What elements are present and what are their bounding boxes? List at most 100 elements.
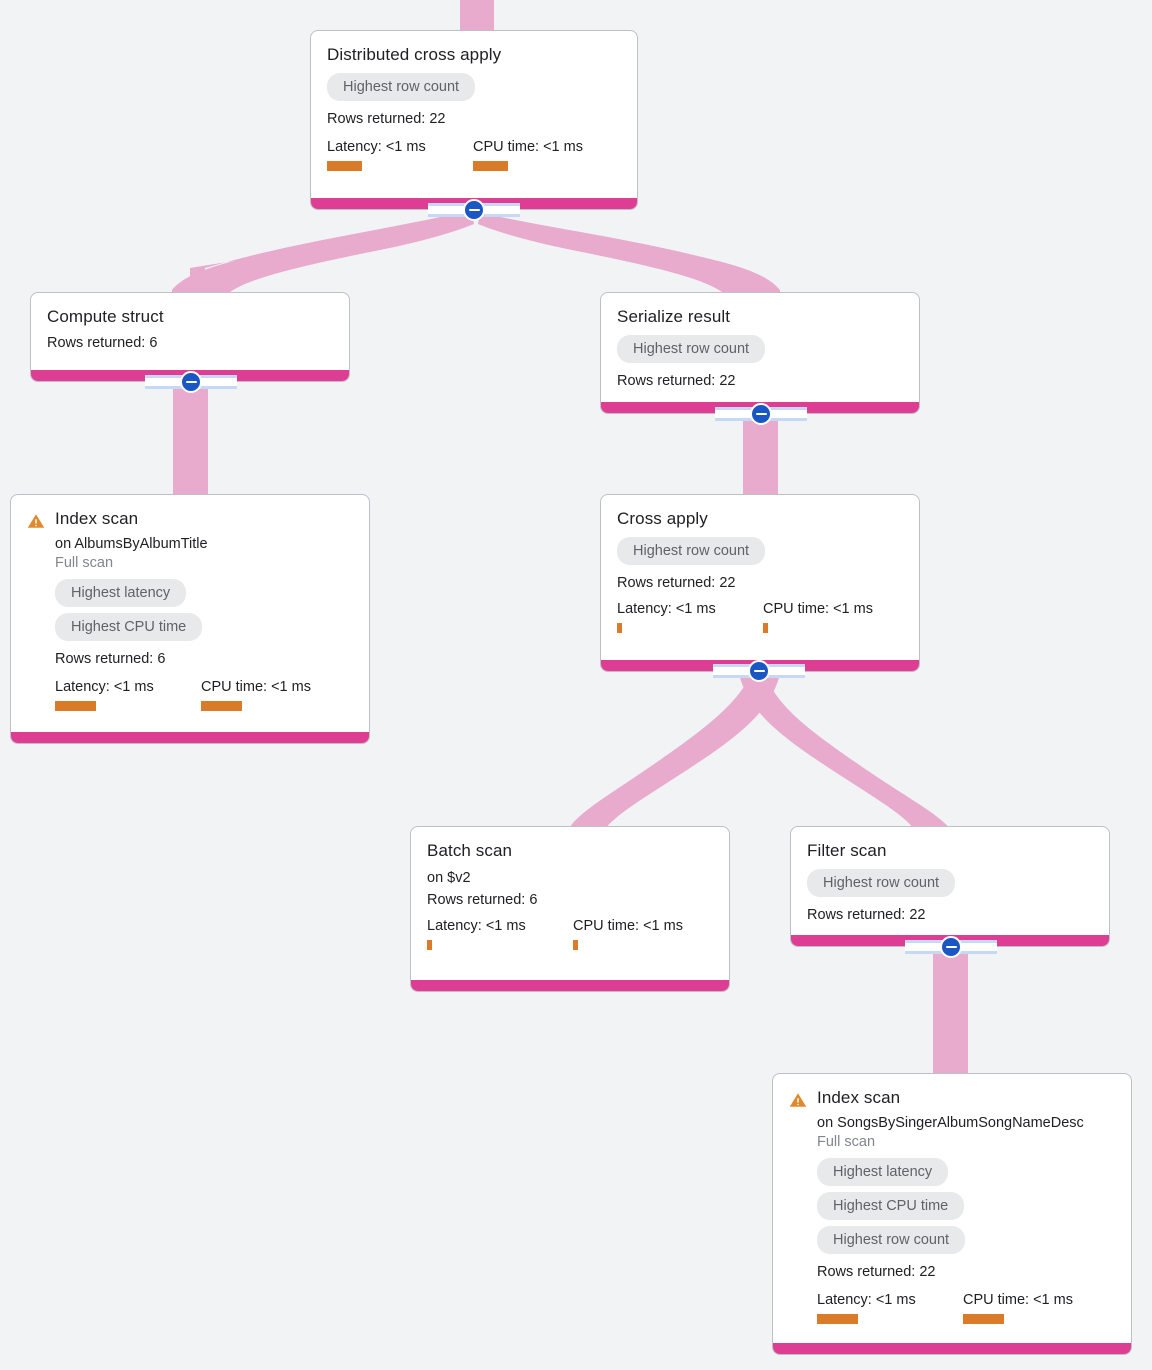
edge-cross-apply-to-batch-scan-2 [568,670,780,830]
plan-node-batch-scan[interactable]: Batch scan on $v2 Rows returned: 6 Laten… [410,826,730,992]
collapse-toggle-cross-apply[interactable] [713,659,805,683]
metric-cpu-time-bar [573,940,578,950]
node-rows-returned: Rows returned: 22 [807,907,926,923]
node-header: Index scan [27,508,353,530]
edge-root-to-compute-struct [190,210,470,292]
edge-cross-apply-to-filter-scan [739,670,951,830]
metric-latency-bar [327,161,362,171]
badge-highest-latency: Highest latency [817,1158,949,1186]
plan-node-index-scan-songs[interactable]: Index scan on SongsBySingerAlbumSongName… [772,1073,1132,1355]
metric-latency-bar [55,701,96,711]
collapse-toggle-distributed-cross-apply[interactable] [428,198,520,222]
edge-inbound-root [460,0,494,30]
collapse-toggle-filter-scan[interactable] [905,935,997,959]
node-target: on AlbumsByAlbumTitle [55,536,208,552]
edge-compute-struct-to-index-scan [173,382,208,494]
minus-circle-icon [180,371,202,393]
node-rows-returned: Rows returned: 6 [47,335,158,351]
node-badges: Highest row count [617,335,903,369]
badge-highest-row-count: Highest row count [327,73,476,101]
badge-highest-row-count: Highest row count [807,869,956,897]
node-title: Distributed cross apply [327,45,502,64]
plan-node-filter-scan[interactable]: Filter scan Highest row count Rows retur… [790,826,1110,947]
metric-latency: Latency: <1 ms [55,678,201,711]
collapse-toggle-serialize-result[interactable] [715,402,807,426]
node-scan-type: Full scan [817,1134,876,1150]
node-body: Distributed cross apply Highest row coun… [311,31,637,187]
plan-node-cross-apply[interactable]: Cross apply Highest row count Rows retur… [600,494,920,672]
metric-latency-label: Latency: <1 ms [427,918,526,934]
collapse-toggle-compute-struct[interactable] [145,370,237,394]
node-metrics: Latency: <1 ms CPU time: <1 ms [327,138,621,171]
node-title: Index scan [817,1088,901,1107]
metric-latency-label: Latency: <1 ms [327,139,426,155]
node-target: on SongsBySingerAlbumSongNameDesc [817,1115,1084,1131]
node-footer-bar [11,732,369,743]
metric-cpu-time: CPU time: <1 ms [201,678,311,711]
warning-triangle-icon [789,1093,807,1107]
metric-cpu-time-bar [201,701,242,711]
edge-cross-apply-to-batch-scan [568,672,778,830]
node-body: Serialize result Highest row count Rows … [601,293,919,407]
node-badges: Highest latency Highest CPU time Highest… [817,1158,1115,1260]
node-scan-type: Full scan [55,555,114,571]
edge-root-to-serialize-ribbon [478,212,780,292]
minus-circle-icon [748,660,770,682]
edge-filter-scan-to-index-scan [933,947,968,1073]
badge-highest-row-count: Highest row count [617,335,766,363]
metric-cpu-time-bar [473,161,508,171]
node-title: Compute struct [47,307,164,326]
metric-cpu-time: CPU time: <1 ms [473,138,583,171]
node-metrics: Latency: <1 ms CPU time: <1 ms [427,917,713,950]
node-details: on SongsBySingerAlbumSongNameDesc Full s… [789,1113,1115,1324]
node-header: Index scan [789,1087,1115,1109]
node-rows-returned: Rows returned: 6 [55,651,166,667]
node-body: Compute struct Rows returned: 6 [31,293,349,369]
node-metrics: Latency: <1 ms CPU time: <1 ms [617,600,903,633]
node-header: Distributed cross apply [327,44,621,66]
node-badges: Highest row count [807,869,1093,903]
node-badges: Highest row count [617,537,903,571]
metric-cpu-time-bar [763,623,768,633]
metric-latency: Latency: <1 ms [327,138,473,171]
badge-highest-row-count: Highest row count [617,537,766,565]
metric-cpu-time-label: CPU time: <1 ms [201,679,311,695]
badge-highest-row-count: Highest row count [817,1226,966,1254]
plan-node-distributed-cross-apply[interactable]: Distributed cross apply Highest row coun… [310,30,638,210]
metric-latency: Latency: <1 ms [617,600,763,633]
node-rows-returned: Rows returned: 6 [427,892,538,908]
node-title: Batch scan [427,841,513,860]
node-metrics: Latency: <1 ms CPU time: <1 ms [55,678,353,711]
metric-latency: Latency: <1 ms [817,1291,963,1324]
metric-latency-bar [817,1314,858,1324]
minus-circle-icon [463,199,485,221]
node-rows-returned: Rows returned: 22 [617,373,736,389]
badge-highest-cpu-time: Highest CPU time [817,1192,965,1220]
plan-node-serialize-result[interactable]: Serialize result Highest row count Rows … [600,292,920,414]
node-footer-bar [773,1343,1131,1354]
plan-node-compute-struct[interactable]: Compute struct Rows returned: 6 [30,292,350,382]
metric-latency-label: Latency: <1 ms [617,601,716,617]
node-title: Serialize result [617,307,731,326]
metric-cpu-time-label: CPU time: <1 ms [963,1292,1073,1308]
warning-triangle-icon [27,514,45,528]
node-footer-bar [411,980,729,991]
node-badges: Highest latency Highest CPU time [55,579,353,647]
metric-cpu-time-bar [963,1314,1004,1324]
node-rows-returned: Rows returned: 22 [817,1264,936,1280]
metric-latency: Latency: <1 ms [427,917,573,950]
node-body: Index scan on SongsBySingerAlbumSongName… [773,1074,1131,1340]
node-details: on AlbumsByAlbumTitle Full scan Highest … [27,534,353,711]
metric-cpu-time: CPU time: <1 ms [763,600,873,633]
node-body: Index scan on AlbumsByAlbumTitle Full sc… [11,495,369,727]
metric-cpu-time: CPU time: <1 ms [963,1291,1073,1324]
metric-latency-label: Latency: <1 ms [55,679,154,695]
metric-cpu-time-label: CPU time: <1 ms [573,918,683,934]
node-title: Cross apply [617,509,708,528]
node-body: Batch scan on $v2 Rows returned: 6 Laten… [411,827,729,966]
badge-highest-latency: Highest latency [55,579,187,607]
minus-circle-icon [940,936,962,958]
metric-cpu-time-label: CPU time: <1 ms [763,601,873,617]
plan-node-index-scan-albums[interactable]: Index scan on AlbumsByAlbumTitle Full sc… [10,494,370,744]
